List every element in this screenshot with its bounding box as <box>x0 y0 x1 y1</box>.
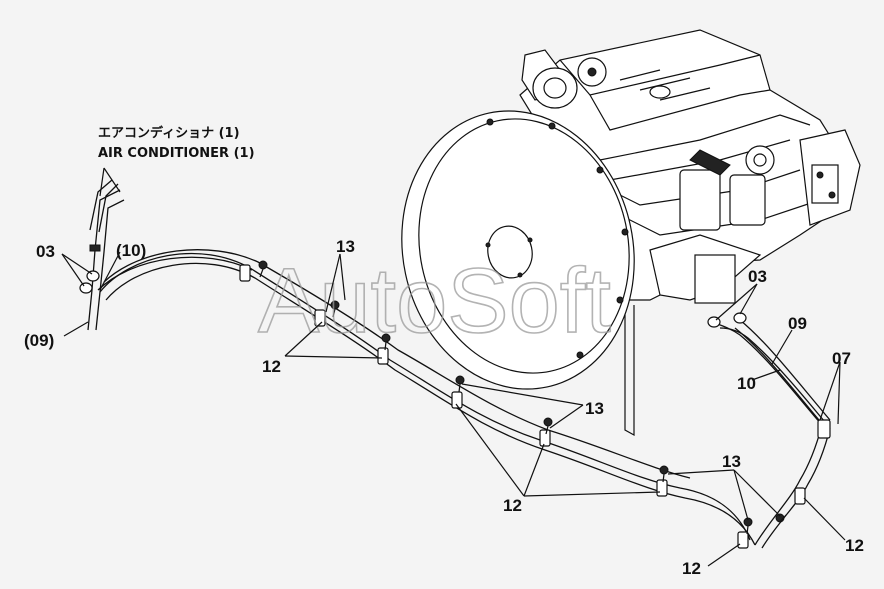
bolt <box>381 333 391 351</box>
fitting <box>89 244 101 252</box>
bolt <box>258 260 268 278</box>
bolt <box>775 513 787 523</box>
clamp <box>451 391 463 409</box>
fitting <box>86 270 100 282</box>
turbocharger <box>521 49 607 109</box>
flywheel-housing <box>401 110 635 390</box>
bolt <box>455 375 465 393</box>
callout-03-right: 03 <box>748 267 767 286</box>
callout-03-left: 03 <box>36 242 55 261</box>
callout-12-middle: 12 <box>503 496 522 515</box>
callout-10-left: (10) <box>116 241 146 260</box>
callout-13-upper: 13 <box>336 237 355 256</box>
bolt <box>330 300 340 318</box>
callout-12-right: 12 <box>845 536 864 555</box>
callout-12-left: 12 <box>262 357 281 376</box>
fitting <box>79 282 93 294</box>
clamp <box>817 419 831 439</box>
clamp <box>794 487 806 505</box>
callout-07-right: 07 <box>832 349 851 368</box>
leader-lines <box>61 167 846 567</box>
clamp <box>239 264 251 282</box>
callout-13-middle: 13 <box>585 399 604 418</box>
ac-label-english: AIR CONDITIONER (1) <box>98 146 255 161</box>
callout-09-right: 09 <box>788 314 807 333</box>
callout-12-bottom: 12 <box>682 559 701 578</box>
air-conditioner-hoses <box>87 179 831 549</box>
ac-label-japanese: エアコンディショナ (1) <box>98 125 240 141</box>
fitting <box>733 312 747 324</box>
watermark-text: AutoSoft <box>258 250 611 352</box>
clamp <box>737 531 749 549</box>
clamp <box>656 479 668 497</box>
callout-09-left: (09) <box>24 331 54 350</box>
clamp <box>314 309 326 327</box>
callout-10-right: 10 <box>737 374 756 393</box>
clamp <box>377 347 389 365</box>
bolt <box>659 465 669 483</box>
callout-13-right: 13 <box>722 452 741 471</box>
clamps-and-bolts <box>79 244 831 549</box>
clamp <box>539 429 551 447</box>
bolt <box>543 417 553 435</box>
engine-assembly <box>519 29 861 437</box>
